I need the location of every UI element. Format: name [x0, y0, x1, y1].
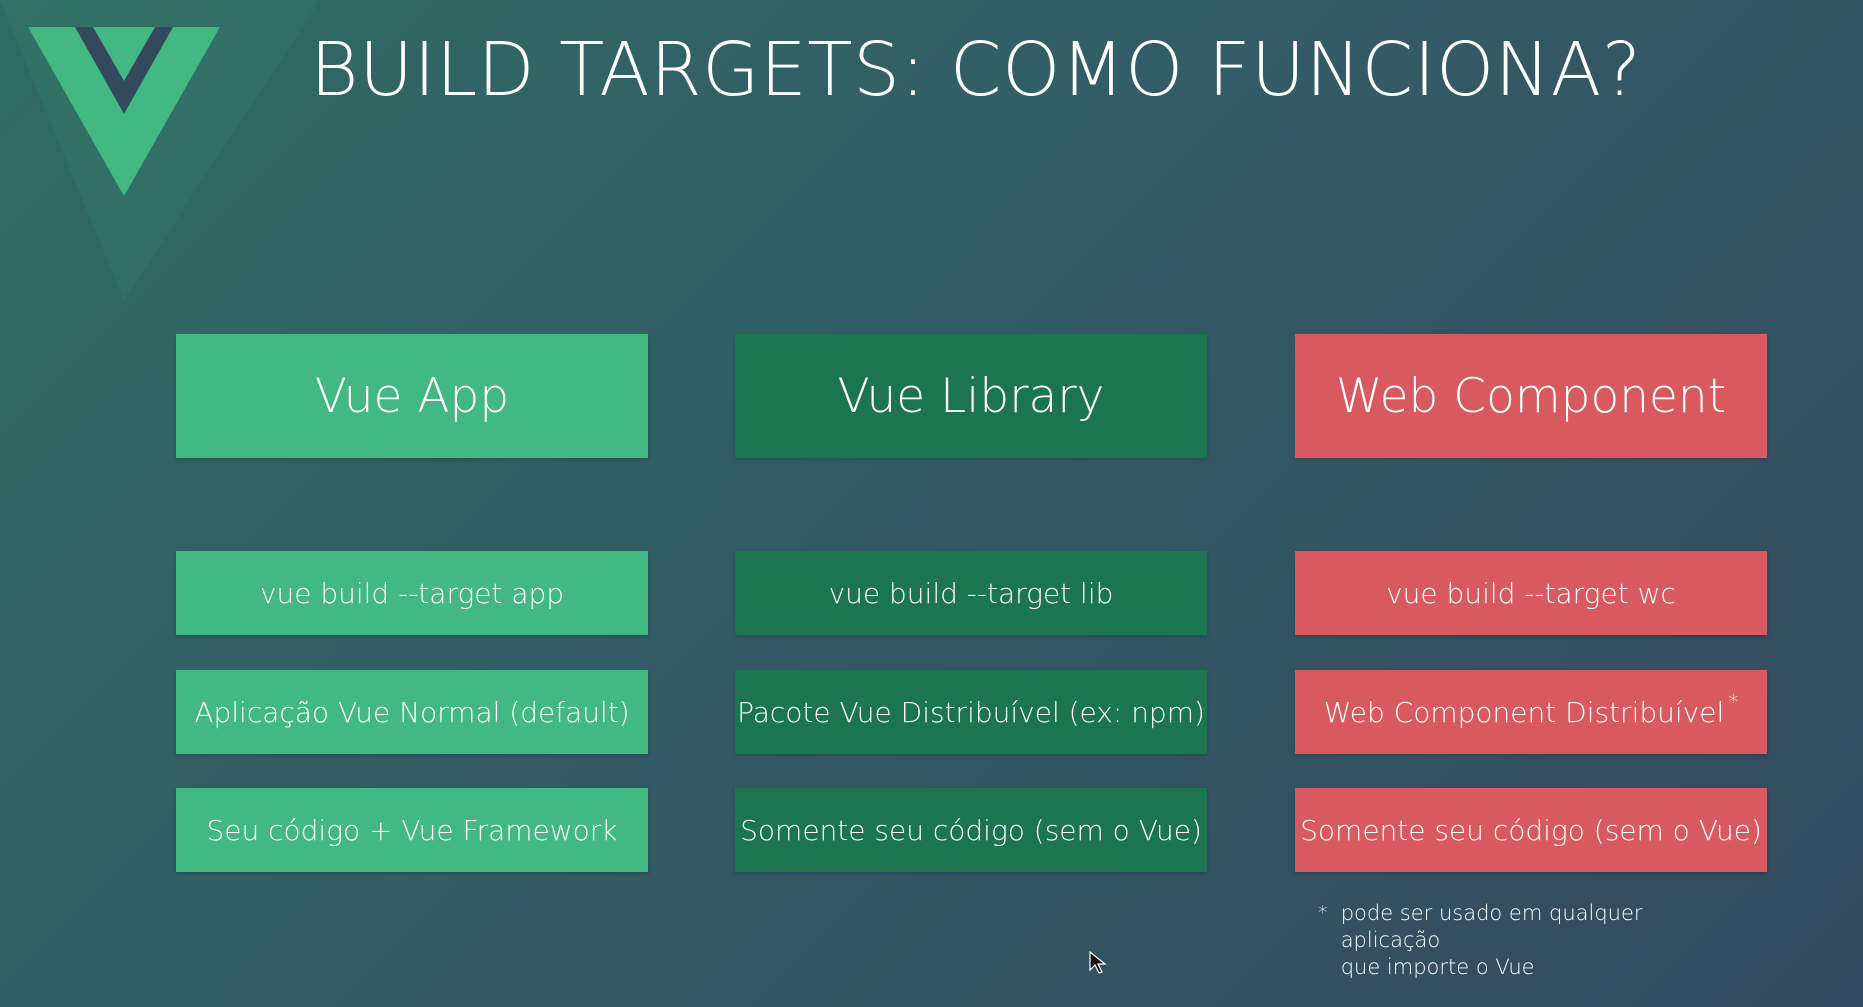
vue-app-output-box: Seu código + Vue Framework	[176, 788, 648, 872]
footnote-star: *	[1318, 902, 1328, 924]
vue-logo-icon	[0, 0, 320, 300]
vue-app-description-box: Aplicação Vue Normal (default)	[176, 670, 648, 754]
vue-app-heading: Vue App	[176, 334, 648, 458]
vue-library-command-box: vue build --target lib	[735, 551, 1207, 635]
web-component-output-box: Somente seu código (sem o Vue)	[1295, 788, 1767, 872]
footnote-marker: *	[1728, 690, 1739, 714]
vue-library-heading: Vue Library	[735, 334, 1207, 458]
web-component-command-box: vue build --target wc	[1295, 551, 1767, 635]
web-component-description-box: Web Component Distribuível *	[1295, 670, 1767, 754]
page-title: BUILD TARGETS: COMO FUNCIONA?	[310, 27, 1642, 113]
footnote: * pode ser usado em qualquer aplicação q…	[1318, 900, 1748, 981]
footnote-line-2: que importe o Vue	[1340, 955, 1535, 979]
web-component-heading: Web Component	[1295, 334, 1767, 458]
mouse-cursor-icon	[1089, 951, 1107, 974]
footnote-line-1: pode ser usado em qualquer aplicação	[1340, 901, 1643, 952]
web-component-description-text: Web Component Distribuível	[1323, 695, 1725, 729]
footnote-text: pode ser usado em qualquer aplicação que…	[1341, 900, 1733, 981]
vue-library-output-box: Somente seu código (sem o Vue)	[735, 788, 1207, 872]
vue-app-command-box: vue build --target app	[176, 551, 648, 635]
vue-library-description-box: Pacote Vue Distribuível (ex: npm)	[735, 670, 1207, 754]
